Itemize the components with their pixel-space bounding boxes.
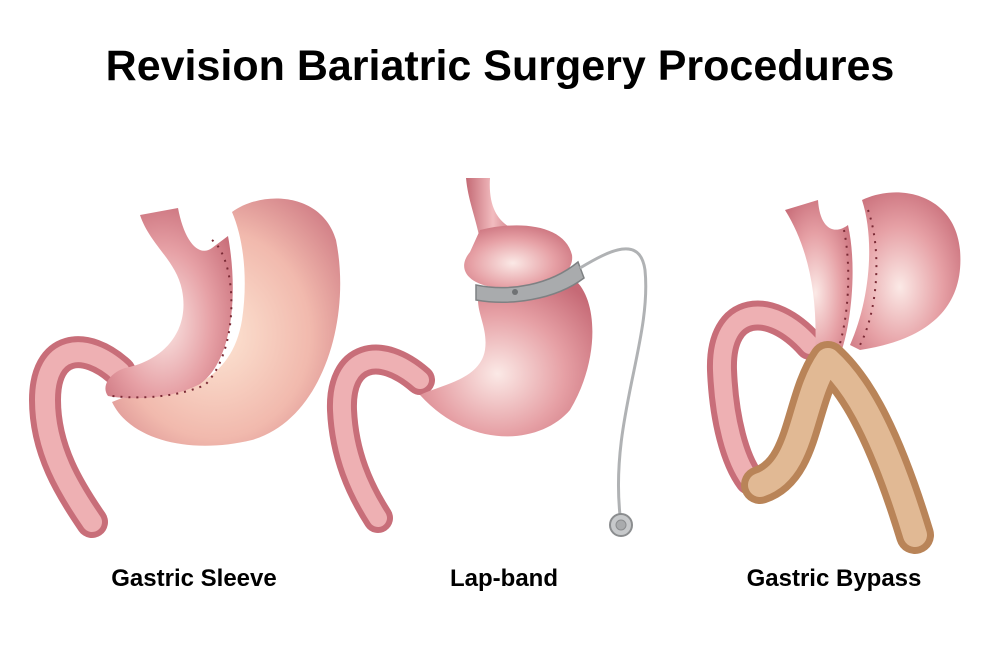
band-tubing: [579, 247, 648, 516]
esophagus: [466, 178, 520, 240]
gastric-sleeve-illustration: [28, 198, 341, 538]
remnant-stomach: [850, 192, 961, 350]
gastric-bypass-illustration: [706, 192, 961, 554]
label-lap-band: Lap-band: [450, 565, 558, 592]
label-gastric-bypass: Gastric Bypass: [746, 565, 922, 592]
removed-stomach-portion: [112, 198, 341, 446]
lap-band-illustration: [326, 178, 648, 537]
upper-pouch: [464, 225, 573, 289]
sleeve-stomach: [105, 208, 233, 399]
staple-line: [111, 239, 233, 399]
gastric-pouch: [785, 200, 853, 355]
page-title: Revision Bariatric Surgery Procedures: [105, 42, 895, 90]
label-gastric-sleeve: Gastric Sleeve: [111, 565, 277, 592]
gastric-band: [475, 260, 585, 303]
lower-stomach: [420, 280, 593, 437]
band-buckle: [512, 289, 518, 295]
